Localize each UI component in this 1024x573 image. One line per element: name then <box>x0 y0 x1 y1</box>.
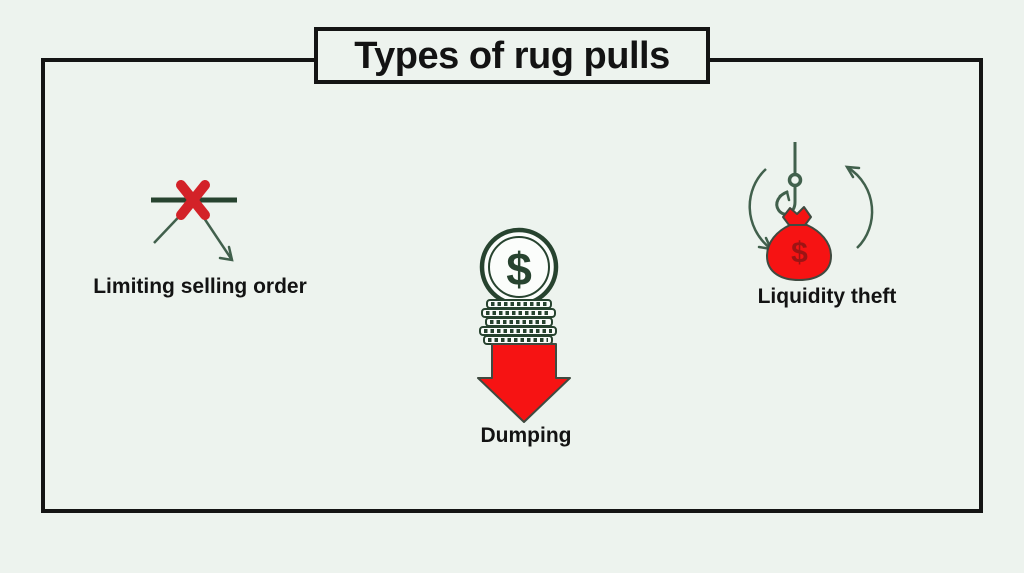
dollar-coin-icon: $ <box>479 227 559 307</box>
money-bag-icon: $ <box>766 206 832 281</box>
hooked-money-bag-icon: $ <box>748 142 874 281</box>
label-limiting-selling-order: Limiting selling order <box>93 275 307 298</box>
down-arrow-icon <box>477 343 571 423</box>
falling-arrowhead-icon <box>218 245 234 262</box>
coin-stack-down-arrow-icon: $ <box>477 227 571 423</box>
cycle-arrow-left-icon <box>748 168 774 251</box>
page-title: Types of rug pulls <box>354 34 670 77</box>
label-liquidity-theft: Liquidity theft <box>757 285 897 308</box>
cycle-arrow-right-icon <box>844 165 874 249</box>
coin-stack-icon <box>479 299 557 345</box>
blocked-x-icon <box>176 180 210 220</box>
svg-text:$: $ <box>791 237 808 270</box>
svg-text:$: $ <box>506 243 532 295</box>
hook-barb-icon <box>778 190 791 202</box>
blocked-sell-trend-icon <box>151 180 237 262</box>
label-dumping: Dumping <box>480 424 572 447</box>
title-box: Types of rug pulls <box>314 27 710 84</box>
fishing-hook-icon <box>775 142 803 216</box>
